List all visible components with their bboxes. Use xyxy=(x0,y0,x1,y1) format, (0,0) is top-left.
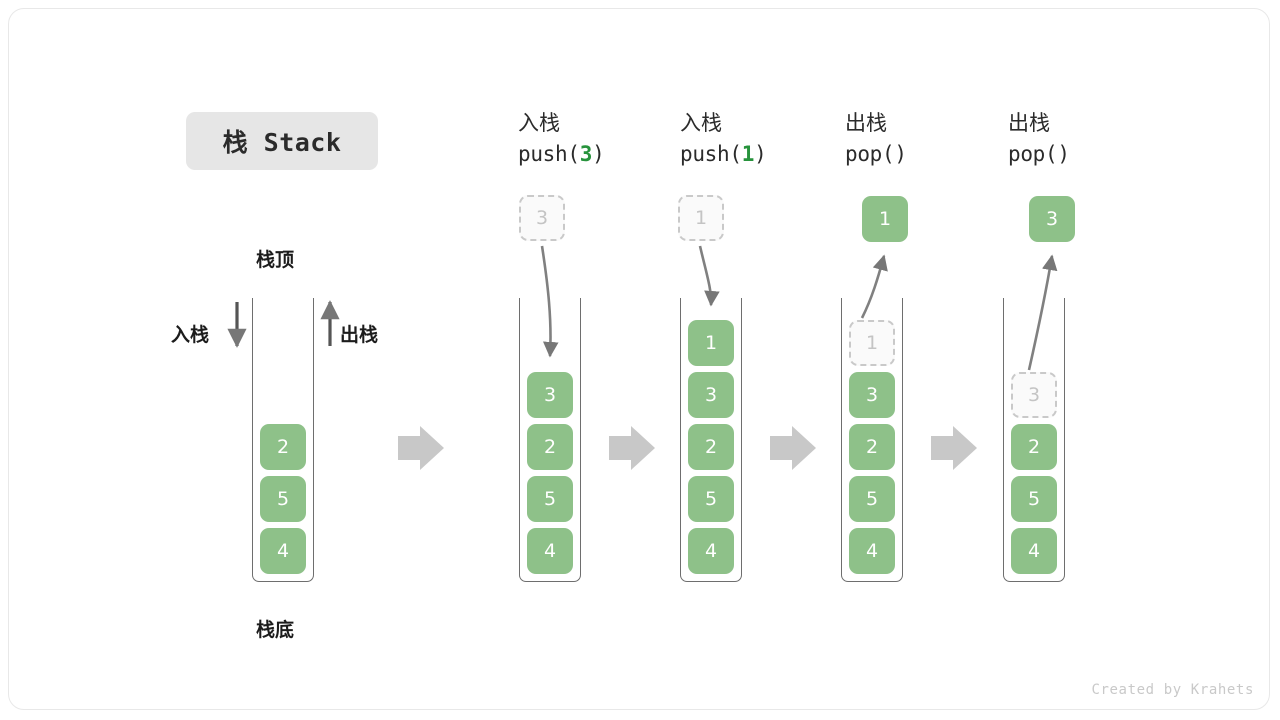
popped-cell-1: 1 xyxy=(862,196,908,242)
code-suffix: ) xyxy=(1057,142,1070,166)
stack-cell: 4 xyxy=(849,528,895,574)
floating-cell-push-3: 3 xyxy=(519,195,565,241)
push-side-label: 入栈 xyxy=(171,324,210,346)
column-header-cn: 入栈 xyxy=(680,111,722,135)
stack-cell: 5 xyxy=(849,476,895,522)
column-header-cn: 出栈 xyxy=(845,111,887,135)
stack-cell: 3 xyxy=(527,372,573,418)
stack-cell: 1 xyxy=(688,320,734,366)
stack-cell: 4 xyxy=(260,528,306,574)
code-prefix: push( xyxy=(680,142,742,166)
column-header-cn: 入栈 xyxy=(518,111,560,135)
column-header-push-1: 入栈 push(1) xyxy=(680,108,850,170)
code-prefix: pop( xyxy=(845,142,895,166)
stack-cell: 5 xyxy=(527,476,573,522)
stack-cell: 3 xyxy=(688,372,734,418)
column-header-pop-3: 出栈 pop() xyxy=(1008,108,1178,170)
pop-side-label: 出栈 xyxy=(340,324,379,346)
stack-cell: 2 xyxy=(260,424,306,470)
code-suffix: ) xyxy=(592,142,605,166)
stack-cell-ghost: 3 xyxy=(1011,372,1057,418)
column-header-code: push(3) xyxy=(518,138,688,170)
stack-cell: 4 xyxy=(1011,528,1057,574)
popped-cell-3: 3 xyxy=(1029,196,1075,242)
stack-bottom-label: 栈底 xyxy=(256,619,295,641)
title-badge: 栈 Stack xyxy=(186,112,378,170)
code-prefix: push( xyxy=(518,142,580,166)
stack-cell: 4 xyxy=(527,528,573,574)
column-header-code: pop() xyxy=(845,138,1015,170)
code-suffix: ) xyxy=(754,142,767,166)
stack-cell: 2 xyxy=(527,424,573,470)
column-header-cn: 出栈 xyxy=(1008,111,1050,135)
code-suffix: ) xyxy=(894,142,907,166)
column-header-code: push(1) xyxy=(680,138,850,170)
stack-cell: 5 xyxy=(260,476,306,522)
stack-cell: 2 xyxy=(688,424,734,470)
column-header-pop-1: 出栈 pop() xyxy=(845,108,1015,170)
stack-cell: 3 xyxy=(849,372,895,418)
stack-cell: 2 xyxy=(849,424,895,470)
stack-top-label: 栈顶 xyxy=(256,249,295,271)
stack-cell: 4 xyxy=(688,528,734,574)
floating-cell-push-1: 1 xyxy=(678,195,724,241)
stack-cell: 5 xyxy=(688,476,734,522)
column-header-push-3: 入栈 push(3) xyxy=(518,108,688,170)
code-arg: 3 xyxy=(579,142,593,166)
stack-cell: 5 xyxy=(1011,476,1057,522)
stack-cell: 2 xyxy=(1011,424,1057,470)
code-arg: 1 xyxy=(741,142,755,166)
watermark-credit: Created by Krahets xyxy=(1091,682,1254,698)
stack-cell-ghost: 1 xyxy=(849,320,895,366)
code-prefix: pop( xyxy=(1008,142,1058,166)
column-header-code: pop() xyxy=(1008,138,1178,170)
